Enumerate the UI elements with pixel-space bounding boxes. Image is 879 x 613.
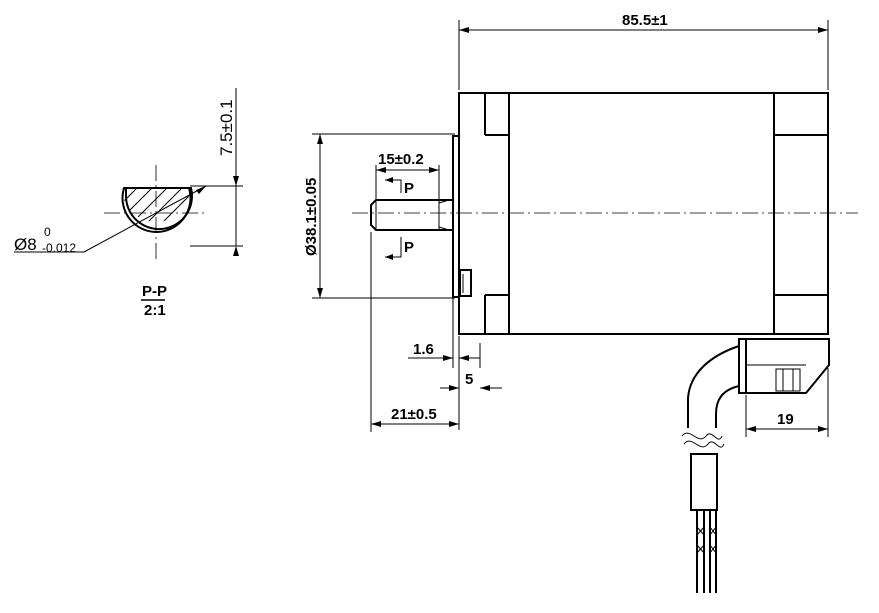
shaft-length-dim: 21±0.5 xyxy=(391,406,437,423)
section-hatch xyxy=(122,188,190,222)
flange-notch xyxy=(459,269,472,297)
section-mark-bottom: P xyxy=(404,239,414,256)
pilot-diameter-dim: Ø38.1±0.05 xyxy=(303,178,320,256)
section-label: P-P xyxy=(142,283,167,300)
cable-connector xyxy=(738,338,830,394)
shaft-diameter-dim: Ø8 xyxy=(14,235,37,254)
cable xyxy=(681,345,740,593)
flange-offset-dim: 1.6 xyxy=(413,341,434,358)
body-length-dim: 85.5±1 xyxy=(622,12,668,29)
motor-side-view: Ø38.1±0.05 15±0.2 P P 1.6 5 xyxy=(303,12,858,593)
connector-width-dim: 19 xyxy=(777,411,794,428)
shaft-tolerance-lower: -0.012 xyxy=(42,241,76,255)
shaft-section-profile xyxy=(124,187,193,231)
motor-shaft xyxy=(370,199,454,231)
motor-body xyxy=(458,92,829,335)
flat-depth-dim: 7.5±0.1 xyxy=(217,99,236,156)
flat-length-dim: 15±0.2 xyxy=(378,151,424,168)
shaft-tolerance-upper: 0 xyxy=(44,225,51,239)
section-scale: 2:1 xyxy=(144,302,166,319)
shaft-section-outline xyxy=(121,187,192,233)
shaft-section-view: 7.5±0.1 Ø8 0 -0.012 P-P 2:1 xyxy=(14,88,243,319)
flange-thickness-dim: 5 xyxy=(465,371,473,388)
section-mark-top: P xyxy=(404,180,414,197)
